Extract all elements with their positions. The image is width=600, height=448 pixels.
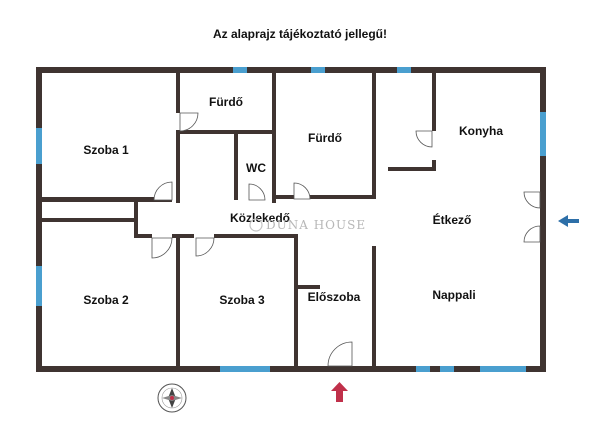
door-side-b <box>523 225 541 243</box>
wall-furdo1-south <box>176 130 272 134</box>
door-wc <box>248 183 266 201</box>
window-left-2 <box>36 266 42 306</box>
wall-corridor-south-c <box>214 234 296 238</box>
wall-right <box>540 67 546 372</box>
window-bottom-2 <box>416 366 430 372</box>
wall-eloszoba-east <box>372 246 376 366</box>
windows <box>36 67 546 372</box>
wall-furdo2-south <box>276 195 376 199</box>
wall-eloszoba-west <box>294 234 298 366</box>
wall-top <box>36 67 546 73</box>
label-eloszoba: Előszoba <box>308 290 361 304</box>
door-pantry <box>415 130 433 148</box>
window-top-3 <box>397 67 411 73</box>
wall-szoba2-north <box>42 218 134 222</box>
window-right-1 <box>540 112 546 156</box>
watermark-logo-icon <box>249 218 263 232</box>
wall-pantry-south <box>388 167 432 171</box>
wall-corridor-south-a <box>138 234 152 238</box>
label-wc: WC <box>246 161 266 175</box>
wall-furdo2-east <box>372 73 376 199</box>
label-furdo2: Fürdő <box>308 131 342 145</box>
wall-szoba1-east <box>176 130 180 200</box>
label-szoba1: Szoba 1 <box>83 143 129 157</box>
interior-walls <box>42 73 436 366</box>
door-furdo2 <box>293 182 311 200</box>
watermark-text: DUNA HOUSE <box>266 218 366 232</box>
wall-corridor-south-b <box>172 234 194 238</box>
outer-walls <box>36 67 546 372</box>
wall-left <box>36 67 42 372</box>
window-bottom-4 <box>480 366 526 372</box>
wall-wc-west <box>234 134 238 200</box>
window-top-2 <box>311 67 325 73</box>
door-side-a <box>523 191 541 209</box>
entrance-arrow-icon <box>331 382 348 402</box>
door-entrance <box>327 341 353 367</box>
wall-szoba2-szoba3 <box>176 234 180 366</box>
door-szoba3 <box>195 237 215 257</box>
window-left-1 <box>36 128 42 164</box>
wall-szoba1-south-a <box>42 197 172 202</box>
door-szoba2 <box>151 237 173 259</box>
wall-szoba1-furdo <box>176 73 180 113</box>
wall-furdo2-west <box>272 73 276 203</box>
wall-szoba1-south-b <box>176 197 180 203</box>
window-bottom-1 <box>220 366 270 372</box>
door-szoba1 <box>153 181 173 201</box>
label-nappali: Nappali <box>432 288 475 302</box>
door-furdo1 <box>179 112 199 132</box>
label-szoba2: Szoba 2 <box>83 293 129 307</box>
watermark: DUNA HOUSE <box>249 218 366 232</box>
label-kozlekedo: Közlekedő <box>230 211 290 225</box>
label-konyha: Konyha <box>459 124 503 138</box>
window-bottom-3 <box>440 366 454 372</box>
wall-pantry-east <box>432 73 436 131</box>
wall-eloszoba-stub <box>298 285 320 289</box>
wall-pantry-stub <box>432 160 436 171</box>
doors <box>151 112 541 367</box>
side-arrow-icon <box>558 215 579 227</box>
compass-icon <box>157 383 187 413</box>
label-szoba3: Szoba 3 <box>219 293 265 307</box>
label-furdo1: Fürdő <box>209 95 243 109</box>
plan-disclaimer: Az alaprajz tájékoztató jellegű! <box>212 27 388 41</box>
label-etkezo: Étkező <box>433 212 472 227</box>
wall-bottom <box>36 366 546 372</box>
wall-kozlekedo-west <box>134 202 138 238</box>
window-top-1 <box>233 67 247 73</box>
